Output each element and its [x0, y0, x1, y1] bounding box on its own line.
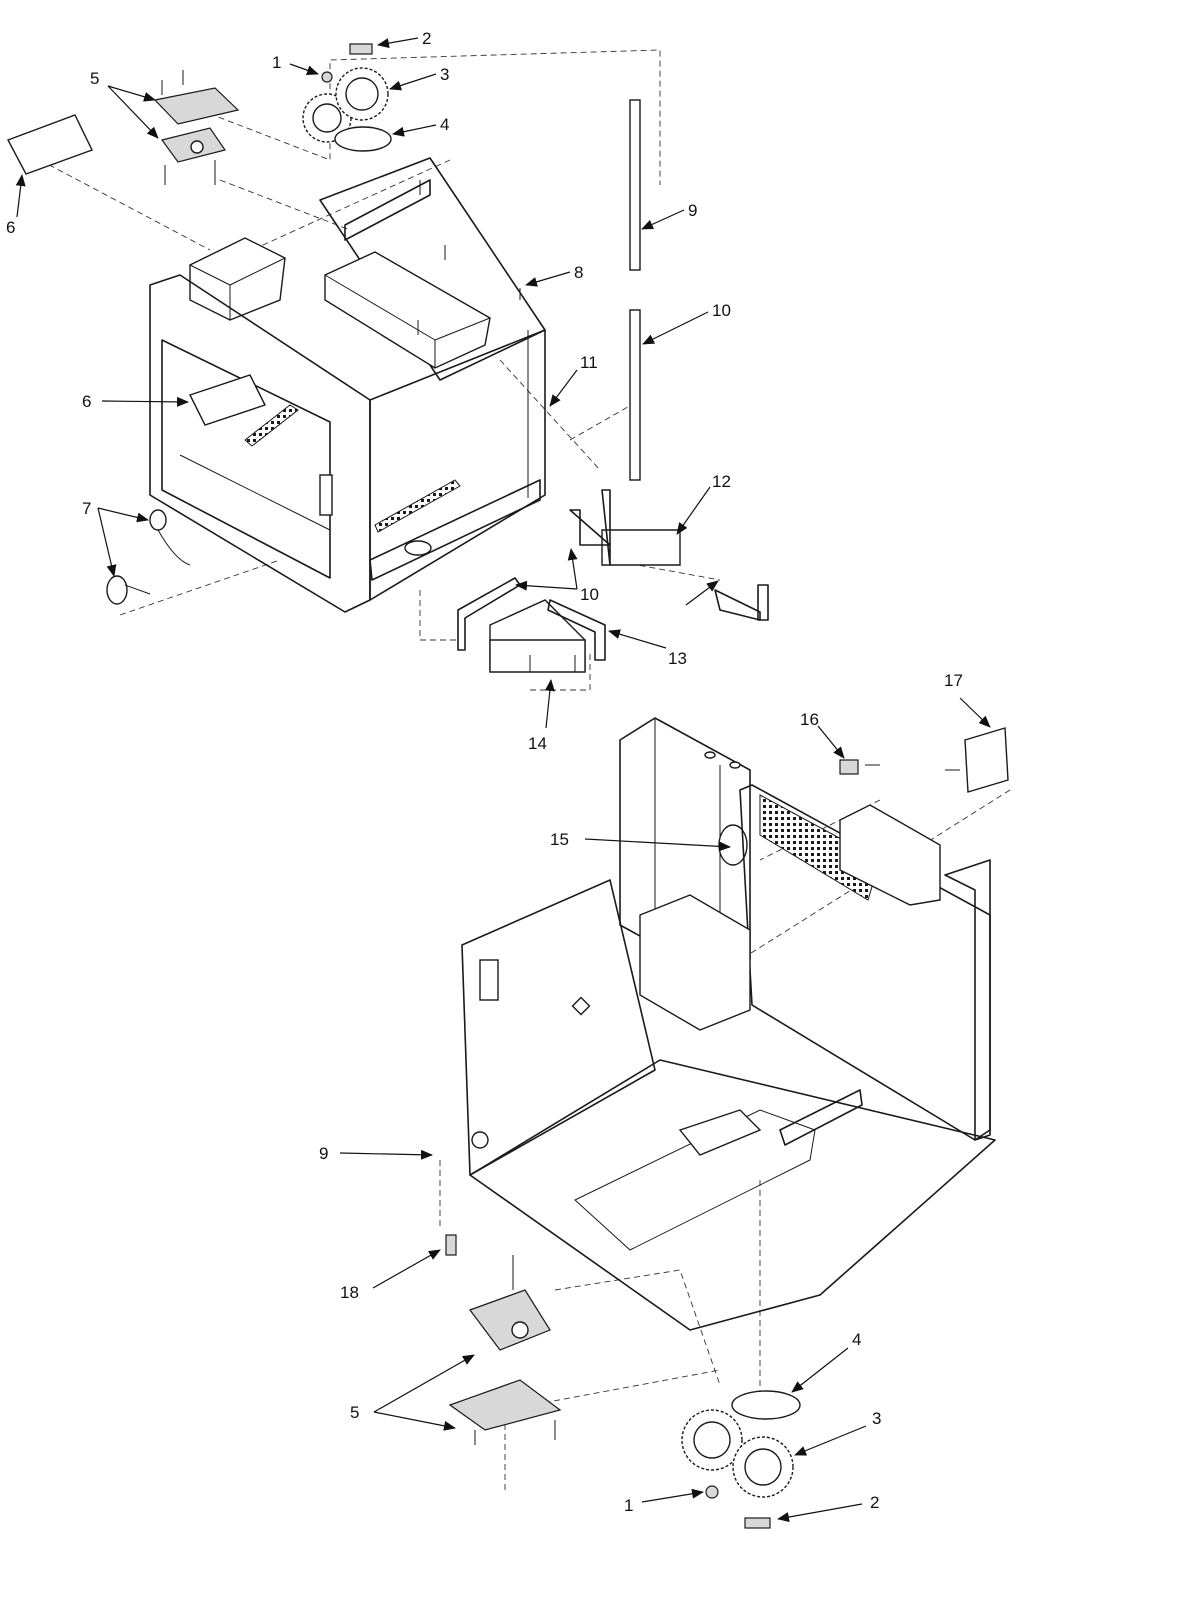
svg-text:2: 2	[870, 1493, 879, 1512]
callout-12: 12	[676, 472, 731, 535]
motor-bracket-5-top	[153, 70, 240, 185]
callout-5-top: 5	[90, 69, 159, 139]
svg-text:3: 3	[872, 1409, 881, 1428]
svg-text:6: 6	[82, 392, 91, 411]
callout-18: 18	[340, 1249, 441, 1302]
turntable-gears-bottom	[681, 1390, 801, 1529]
callout-1-bottom: 1	[624, 1488, 704, 1515]
callout-17: 17	[944, 671, 991, 728]
svg-text:3: 3	[440, 65, 449, 84]
bracket-12	[569, 489, 681, 566]
svg-text:8: 8	[574, 263, 583, 282]
callout-4-top: 4	[392, 115, 449, 137]
callout-10-top: 10	[642, 301, 731, 345]
svg-text:1: 1	[624, 1496, 633, 1515]
callout-3-bottom: 3	[794, 1409, 881, 1456]
callout-16: 16	[800, 710, 845, 759]
insulation-window-6	[189, 374, 266, 426]
callout-6-window: 6	[82, 392, 189, 411]
screws-8	[417, 245, 521, 335]
callout-14: 14	[528, 679, 555, 753]
svg-text:13: 13	[668, 649, 687, 668]
svg-text:7: 7	[82, 499, 91, 518]
callout-8: 8	[525, 263, 583, 287]
callout-1-top: 1	[272, 53, 319, 76]
svg-text:1: 1	[272, 53, 281, 72]
microwave-cavity-top	[149, 157, 546, 613]
motor-bracket-5-bottom	[448, 1255, 562, 1445]
turntable-gears-top	[302, 43, 392, 152]
callout-7: 7	[82, 499, 149, 577]
svg-text:18: 18	[340, 1283, 359, 1302]
svg-text:15: 15	[550, 830, 569, 849]
callout-2-top: 2	[377, 29, 431, 49]
svg-text:11: 11	[580, 353, 598, 372]
svg-text:17: 17	[944, 671, 963, 690]
switch-16	[839, 759, 880, 775]
capacitor-7	[106, 509, 191, 605]
callout-3-top: 3	[389, 65, 449, 91]
svg-text:14: 14	[528, 734, 547, 753]
callout-5-bottom: 5	[350, 1354, 475, 1431]
cover-17	[945, 727, 1009, 793]
callout-10-mid: 10	[515, 548, 599, 604]
microwave-base-bottom	[461, 717, 996, 1331]
svg-text:2: 2	[422, 29, 431, 48]
callout-2-bottom: 2	[777, 1493, 879, 1522]
svg-text:5: 5	[350, 1403, 359, 1422]
callout-6-top-left: 6	[6, 174, 26, 237]
svg-text:4: 4	[852, 1330, 861, 1349]
svg-text:12: 12	[712, 472, 731, 491]
callout-4-bottom: 4	[791, 1330, 861, 1393]
svg-text:9: 9	[319, 1144, 328, 1163]
callout-9-bottom: 9	[319, 1144, 433, 1163]
svg-text:6: 6	[6, 218, 15, 237]
svg-text:10: 10	[580, 585, 599, 604]
svg-text:16: 16	[800, 710, 819, 729]
callout-15: 15	[550, 830, 731, 852]
fuse-18	[445, 1234, 457, 1256]
svg-text:10: 10	[712, 301, 731, 320]
brackets-10-13-14	[457, 577, 769, 673]
svg-text:9: 9	[688, 201, 697, 220]
callout-9-top: 9	[641, 201, 697, 230]
callout-13: 13	[608, 580, 719, 668]
callout-11: 11	[549, 353, 598, 407]
insulation-sheet-6	[7, 114, 93, 175]
svg-text:5: 5	[90, 69, 99, 88]
svg-text:4: 4	[440, 115, 449, 134]
rails-9-10	[629, 99, 641, 481]
